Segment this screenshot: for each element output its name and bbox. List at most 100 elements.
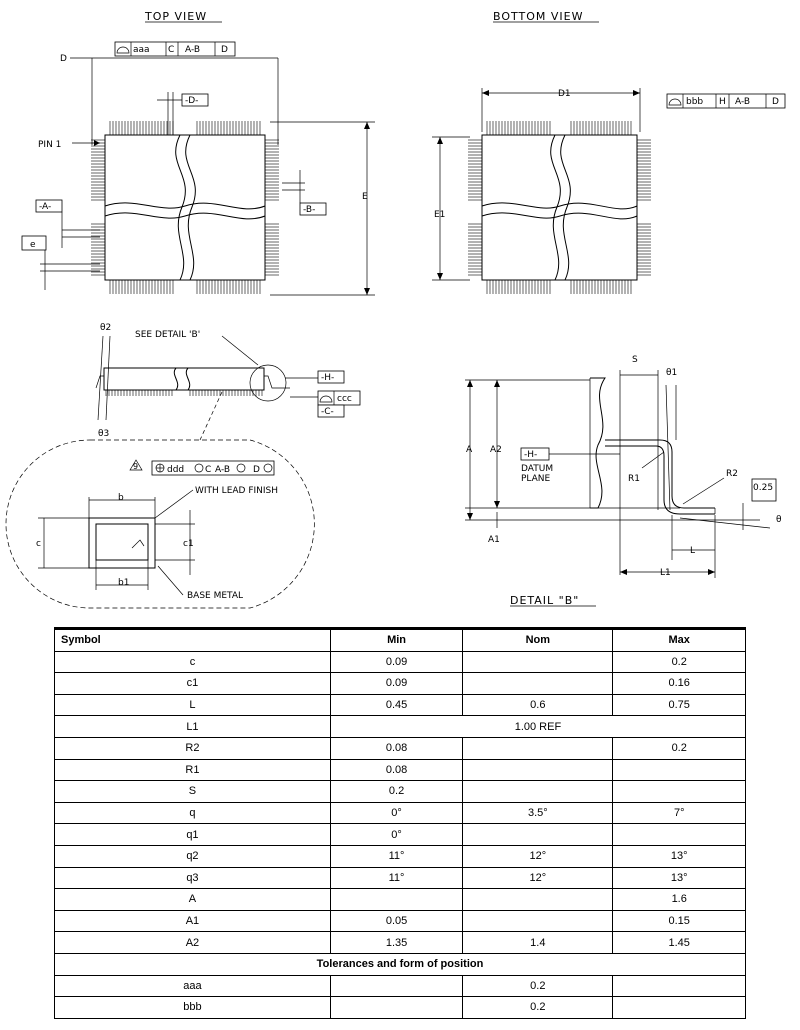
cell-nom <box>462 888 614 911</box>
cell-max: 0.2 <box>612 736 746 760</box>
side-datum-C: -C- <box>321 407 334 417</box>
ccc-label: ccc <box>337 394 352 404</box>
gauge-label: 0.25 <box>753 483 773 493</box>
aaa-datum-AB: A-B <box>185 45 200 55</box>
ddd-datum-D: D <box>253 465 260 475</box>
cell-max: 0.16 <box>612 672 746 695</box>
note-9-label: 9 <box>133 462 138 471</box>
cell-nom: 1.4 <box>462 931 614 954</box>
bottom-view-title: BOTTOM VIEW <box>493 10 584 23</box>
c-label: c <box>36 539 41 549</box>
header-min: Min <box>329 627 464 652</box>
bottom-view: D1 bbb H A-B D E1 <box>432 88 786 294</box>
cell-ref: 1.00 REF <box>329 715 747 738</box>
cell-max: 0.15 <box>612 909 746 933</box>
cell-symbol: A1 <box>54 909 331 933</box>
cell-symbol: bbb <box>54 996 331 1019</box>
cell-symbol: R2 <box>54 736 331 760</box>
theta1-label: θ1 <box>666 368 677 378</box>
datum-D: -D- <box>185 96 198 106</box>
package-drawing: TOP VIEW BOTTOM VIEW D aaa C A-B D - <box>5 10 786 609</box>
dim-D-label: D <box>60 54 67 64</box>
cell-symbol: q <box>54 801 331 825</box>
header-nom: Nom <box>462 627 614 652</box>
cell-max: 0.2 <box>612 650 746 674</box>
see-detail-label: SEE DETAIL 'B' <box>135 330 200 340</box>
cell-min: 0.45 <box>329 693 464 717</box>
lead-section: 9 ddd C A-B D WITH LEAD FINISH b b1 c c1 <box>5 439 315 609</box>
cell-max: 13° <box>612 866 746 890</box>
cell-nom: 0.2 <box>462 974 614 998</box>
dim-E-label: E <box>362 192 368 202</box>
bbb-datum-H: H <box>719 97 726 107</box>
cell-min <box>329 974 464 998</box>
R2-label: R2 <box>726 469 738 479</box>
cell-nom <box>462 909 614 933</box>
cell-symbol: L1 <box>54 715 331 738</box>
lead-finish-label: WITH LEAD FINISH <box>195 486 278 496</box>
cell-min: 1.35 <box>329 931 464 954</box>
b1-label: b1 <box>118 578 129 588</box>
table-section-row: Tolerances and form of position <box>54 952 746 976</box>
theta-label: θ <box>776 515 782 525</box>
section-title: Tolerances and form of position <box>54 952 746 976</box>
bbb-datum-D: D <box>772 97 779 107</box>
datum-plane-label-1: DATUM <box>521 464 553 474</box>
cell-nom: 12° <box>462 866 614 890</box>
cell-max: 13° <box>612 844 746 868</box>
cell-nom <box>462 736 614 760</box>
table-row: aaa 0.2 <box>54 974 746 998</box>
cell-symbol: q3 <box>54 866 331 890</box>
theta3-label: θ3 <box>98 429 109 439</box>
cell-symbol: c <box>54 650 331 674</box>
cell-min: 0.08 <box>329 758 464 782</box>
cell-symbol: A <box>54 888 331 911</box>
datum-B: -B- <box>303 205 315 215</box>
cell-max: 7° <box>612 801 746 825</box>
cell-symbol: q1 <box>54 823 331 846</box>
theta2-label: θ2 <box>100 323 111 333</box>
cell-max <box>612 758 746 782</box>
cell-nom: 3.5° <box>462 801 614 825</box>
top-view: D aaa C A-B D -D- PIN 1 E -B- <box>21 41 375 296</box>
detail-datum-H: -H- <box>524 450 537 460</box>
pin1-label: PIN 1 <box>38 140 61 150</box>
b-label: b <box>118 493 124 503</box>
cell-min: 11° <box>329 844 464 868</box>
ddd-datum-C: C <box>205 465 211 475</box>
bbb-label: bbb <box>686 97 703 107</box>
dim-D1-label: D1 <box>558 89 571 99</box>
cell-nom <box>462 672 614 695</box>
dim-E1-label: E1 <box>434 210 445 220</box>
cell-nom: 0.2 <box>462 996 614 1019</box>
cell-max <box>612 996 746 1019</box>
cell-min <box>329 996 464 1019</box>
dim-A-label: A <box>466 445 473 455</box>
ddd-label: ddd <box>167 465 184 475</box>
bbb-datum-AB: A-B <box>735 97 750 107</box>
dim-A2-label: A2 <box>490 445 502 455</box>
cell-nom <box>462 823 614 846</box>
side-datum-H: -H- <box>321 373 334 383</box>
top-view-title: TOP VIEW <box>144 10 207 23</box>
datum-A: -A- <box>39 202 51 212</box>
cell-nom: 12° <box>462 844 614 868</box>
cell-min: 0° <box>329 801 464 825</box>
cell-min: 0.2 <box>329 780 464 803</box>
cell-nom <box>462 758 614 782</box>
cell-symbol: c1 <box>54 672 331 695</box>
cell-min: 0.09 <box>329 672 464 695</box>
cell-max <box>612 974 746 998</box>
side-view: θ2 θ3 SEE DETAIL 'B' -H- ccc -C- <box>95 323 361 441</box>
cell-symbol: aaa <box>54 974 331 998</box>
cell-symbol: q2 <box>54 844 331 868</box>
